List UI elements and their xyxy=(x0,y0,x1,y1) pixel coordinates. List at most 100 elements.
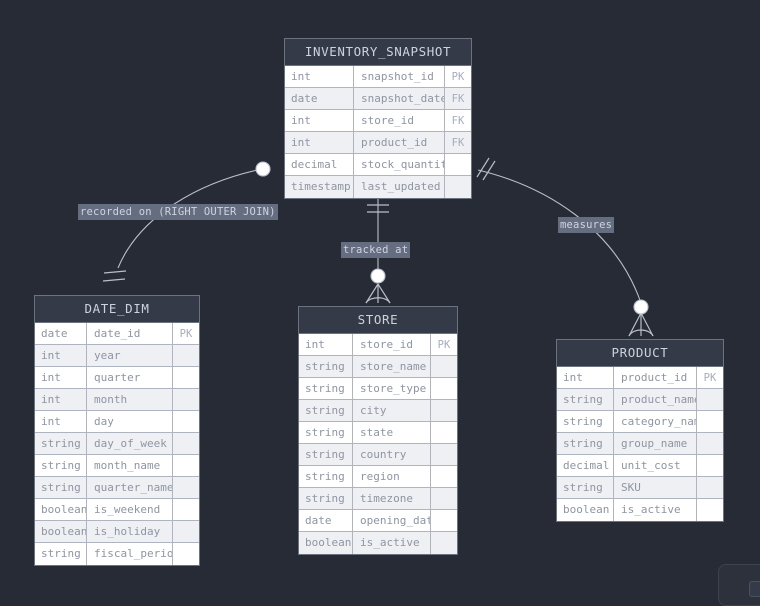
attribute-key-badge xyxy=(431,378,457,399)
attribute-key-badge xyxy=(173,411,199,432)
attribute-key-badge xyxy=(445,154,471,175)
relationship-label-rel-tracked-at[interactable]: tracked at xyxy=(341,242,411,258)
attribute-type: string xyxy=(299,378,353,399)
attribute-key-badge xyxy=(173,345,199,366)
relationship-label-rel-measures[interactable]: measures xyxy=(558,217,615,233)
attribute-key-badge: PK xyxy=(451,70,465,83)
attribute-name: store_name xyxy=(353,356,431,377)
marker-exactly-one-inventory-right xyxy=(476,157,496,181)
panel-control-icon[interactable] xyxy=(749,581,760,597)
attribute-name: category_name xyxy=(614,411,697,432)
attribute-name: city xyxy=(353,400,431,421)
attribute-name: product_id xyxy=(354,132,445,153)
marker-zero-or-many-store xyxy=(365,283,391,304)
attribute-type: int xyxy=(35,411,87,432)
attribute-type: int xyxy=(285,132,354,153)
attribute-key-badge: PK xyxy=(703,371,717,384)
attribute-key-badge xyxy=(431,488,457,509)
floating-panel-corner[interactable] xyxy=(718,564,760,606)
attribute-name: stock_quantity xyxy=(354,154,445,175)
relationship-label-rel-recorded-on[interactable]: recorded on (RIGHT OUTER JOIN) xyxy=(78,204,278,220)
entity-title: INVENTORY_SNAPSHOT xyxy=(285,39,471,66)
attribute-type: decimal xyxy=(557,455,614,476)
attribute-name: state xyxy=(353,422,431,443)
attribute-key-badge: FK xyxy=(451,136,465,149)
attribute-type: date xyxy=(35,323,87,344)
attribute-name: store_id xyxy=(353,334,431,355)
attribute-name: month_name xyxy=(87,455,173,476)
attribute-type: decimal xyxy=(285,154,354,175)
attribute-key-badge xyxy=(173,367,199,388)
marker-zero-or-many-product xyxy=(628,312,654,337)
attribute-name: year xyxy=(87,345,173,366)
attribute-name: last_updated xyxy=(354,176,445,198)
attribute-key-badge xyxy=(697,433,723,454)
marker-exactly-one-inventory-bottom xyxy=(367,204,389,213)
attribute-name: timezone xyxy=(353,488,431,509)
attribute-key-badge xyxy=(173,389,199,410)
attribute-type: date xyxy=(299,510,353,531)
attribute-name: product_id xyxy=(614,367,697,388)
attribute-name: group_name xyxy=(614,433,697,454)
attribute-key-badge xyxy=(173,499,199,520)
attribute-type: timestamp xyxy=(285,176,354,198)
attribute-type: date xyxy=(285,88,354,109)
attribute-type: string xyxy=(299,356,353,377)
attribute-type: string xyxy=(35,543,87,565)
attribute-key-badge: FK xyxy=(451,114,465,127)
attribute-name: region xyxy=(353,466,431,487)
attribute-key-badge xyxy=(431,356,457,377)
attribute-name: is_active xyxy=(614,499,697,521)
attribute-key-badge xyxy=(173,433,199,454)
attribute-type: string xyxy=(35,477,87,498)
attribute-type: boolean xyxy=(35,499,87,520)
attribute-type: int xyxy=(35,367,87,388)
attribute-name: product_name xyxy=(614,389,697,410)
attribute-name: SKU xyxy=(614,477,697,498)
attribute-key-badge xyxy=(431,532,457,554)
attribute-key-badge xyxy=(173,521,199,542)
attribute-type: string xyxy=(35,433,87,454)
attribute-name: country xyxy=(353,444,431,465)
attribute-type: int xyxy=(557,367,614,388)
